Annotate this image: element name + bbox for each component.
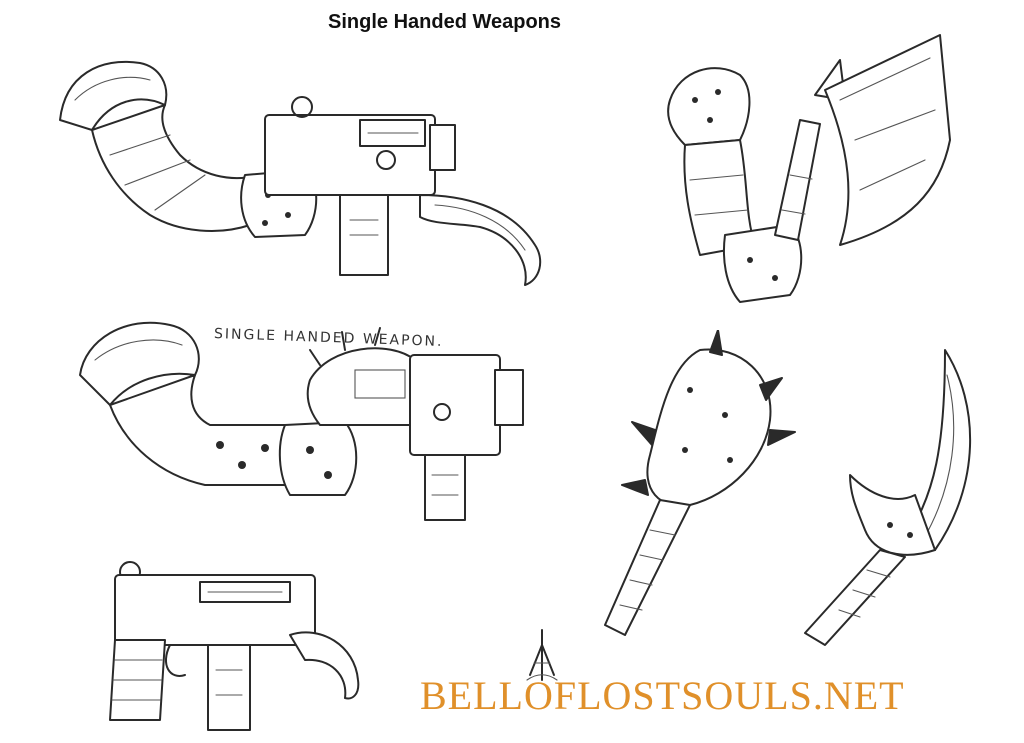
artist-signature <box>522 625 562 685</box>
curved-dagger-sketch <box>795 345 995 655</box>
arm-pistol-hook-sketch <box>40 45 570 290</box>
site-watermark: BELLOFLOSTSOULS.NET <box>420 673 905 718</box>
pistol-hook-sketch <box>90 550 370 740</box>
arm-cleaver-sketch <box>640 20 970 320</box>
spiked-club-sketch <box>590 330 820 650</box>
arm-spiked-pistol-sketch <box>70 300 530 530</box>
page-title: Single Handed Weapons <box>328 11 561 33</box>
